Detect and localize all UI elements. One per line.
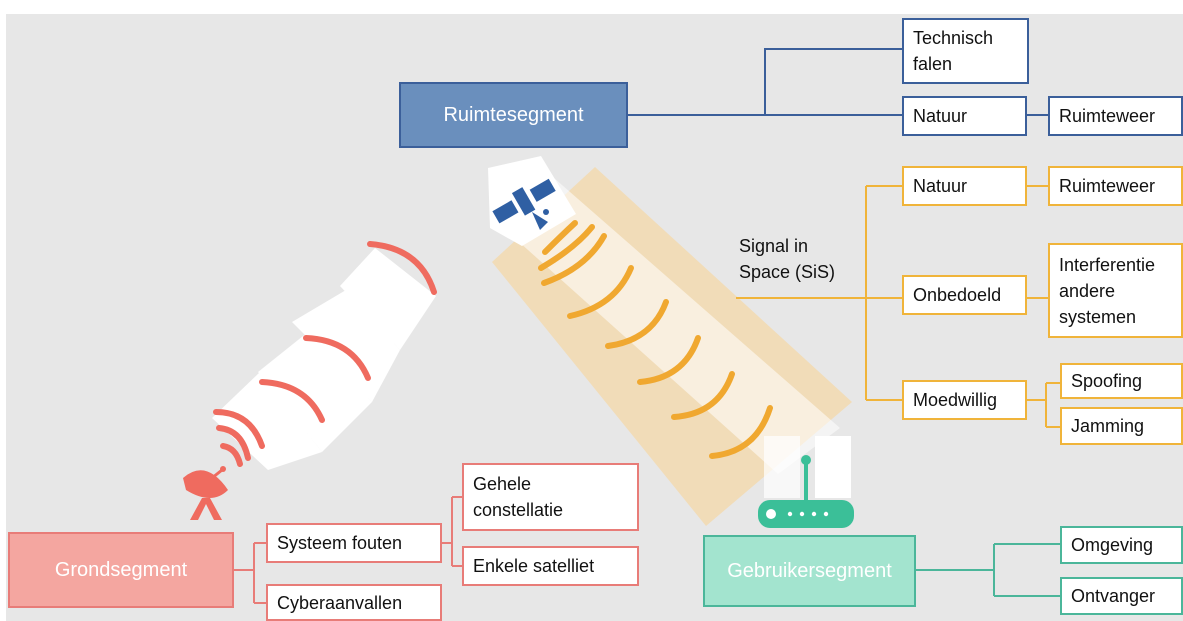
- dish-antenna-icon: [183, 466, 228, 520]
- intentional-label: Moedwillig: [913, 390, 998, 410]
- spoofing-label: Spoofing: [1071, 371, 1143, 391]
- jamming-label: Jamming: [1071, 416, 1145, 436]
- space-nature-box: Natuur: [902, 96, 1027, 136]
- signal-waves: [538, 220, 773, 459]
- space-weather-box: Ruimteweer: [1048, 96, 1183, 136]
- satellite-icon: [488, 156, 576, 246]
- space-connectors: [628, 48, 1048, 116]
- signal-band: [492, 167, 852, 526]
- user-connectors: [916, 543, 1060, 597]
- uplink-waves: [213, 241, 437, 467]
- sis-connectors: [736, 185, 1060, 428]
- whole-constellation-box: Gehele constellatie: [462, 463, 639, 531]
- spoofing-box: Spoofing: [1060, 363, 1183, 399]
- sis-label: Signal in Space (SiS): [739, 236, 836, 282]
- ground-segment-box: Grondsegment: [8, 532, 234, 608]
- single-satellite-box: Enkele satelliet: [462, 546, 639, 586]
- receiver-icon: [758, 436, 854, 528]
- system-errors-box: Systeem fouten: [266, 523, 442, 563]
- cyber-attacks-box: Cyberaanvallen: [266, 584, 442, 621]
- whole-constellation-label: Gehele constellatie: [473, 474, 564, 520]
- space-segment-box: Ruimtesegment: [399, 82, 628, 148]
- sis-nature-box: Natuur: [902, 166, 1027, 206]
- space-nature-label: Natuur: [913, 106, 968, 126]
- uplink-panels: [212, 248, 436, 470]
- user-segment-box: Gebruikersegment: [703, 535, 916, 607]
- jamming-box: Jamming: [1060, 407, 1183, 445]
- ground-connectors: [234, 496, 462, 604]
- technical-failure-label: Technisch falen: [913, 28, 994, 74]
- technical-failure-box: Technisch falen: [902, 18, 1029, 84]
- interference-label: Interferentie andere systemen: [1059, 254, 1156, 327]
- single-satellite-label: Enkele satelliet: [473, 556, 595, 576]
- sis-weather-box: Ruimteweer: [1048, 166, 1183, 206]
- intentional-box: Moedwillig: [902, 380, 1027, 420]
- sis-nature-label: Natuur: [913, 176, 968, 196]
- unintended-label: Onbedoeld: [913, 285, 1002, 305]
- environment-box: Omgeving: [1060, 526, 1183, 564]
- unintended-box: Onbedoeld: [902, 275, 1027, 315]
- receiver-box: Ontvanger: [1060, 577, 1183, 615]
- cyber-attacks-label: Cyberaanvallen: [277, 592, 403, 613]
- space-weather-label: Ruimteweer: [1059, 106, 1156, 126]
- receiver-label: Ontvanger: [1071, 586, 1156, 606]
- system-errors-label: Systeem fouten: [277, 533, 403, 553]
- interference-box: Interferentie andere systemen: [1048, 243, 1183, 338]
- environment-label: Omgeving: [1071, 535, 1154, 555]
- sis-weather-label: Ruimteweer: [1059, 176, 1156, 196]
